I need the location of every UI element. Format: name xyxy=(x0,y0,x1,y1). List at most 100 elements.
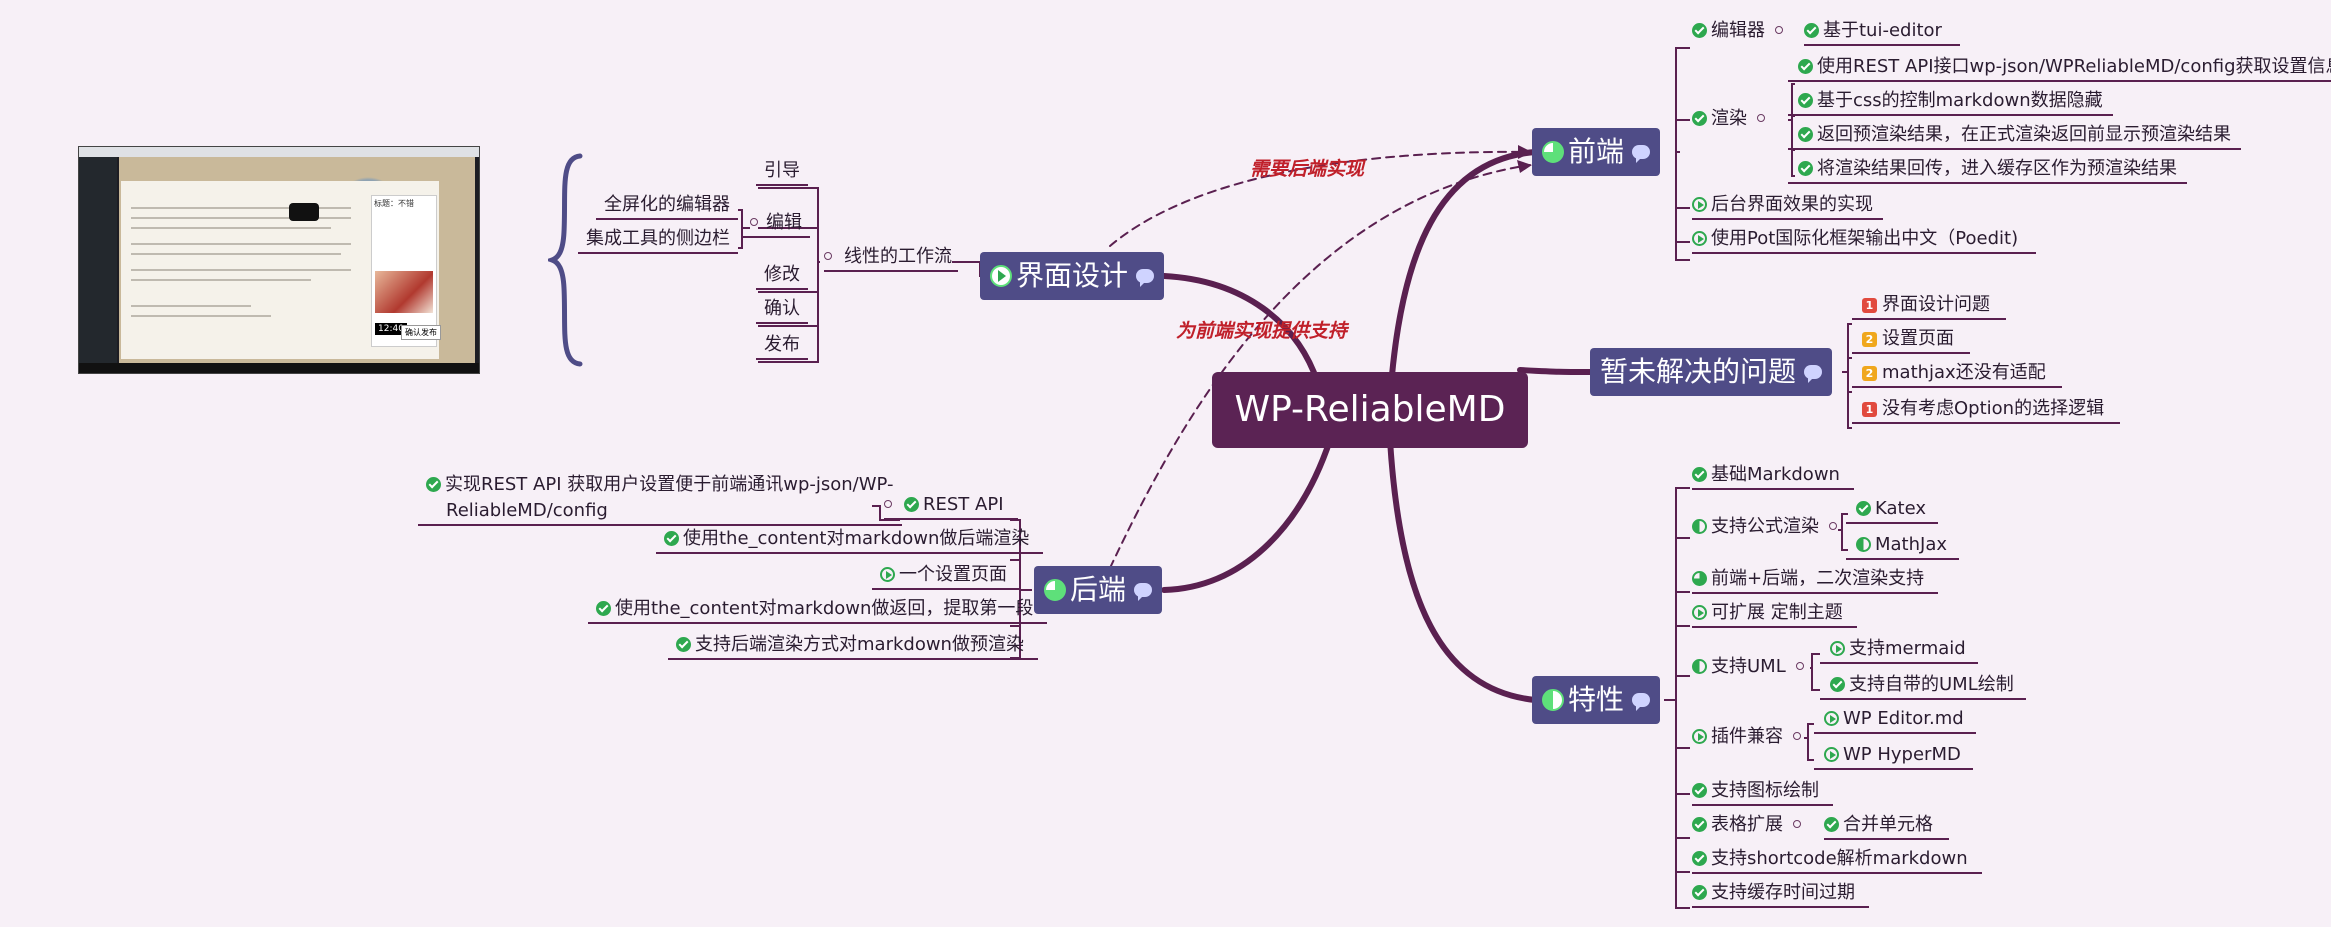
feature-uml-mermaid[interactable]: 支持mermaid xyxy=(1820,636,1978,664)
workflow-node[interactable]: 线性的工作流 xyxy=(824,244,958,272)
workflow-step-label: 修改 xyxy=(764,264,800,285)
frontend-render[interactable]: 渲染 xyxy=(1692,106,1777,132)
comment-icon xyxy=(1632,145,1651,163)
branch-issues[interactable]: 暂未解决的问题 xyxy=(1590,348,1833,396)
feature-child-label: MathJax xyxy=(1875,534,1948,555)
collapse-toggle-icon[interactable] xyxy=(1757,114,1765,122)
feature-plugin-editormd[interactable]: WP Editor.md xyxy=(1814,706,1976,734)
admin-sidebar xyxy=(79,157,117,365)
frontend-render-child-prerender[interactable]: 返回预渲染结果，在正式渲染返回前显示预渲染结果 xyxy=(1788,122,2241,150)
play-icon xyxy=(990,265,1012,287)
feature-label: 支持公式渲染 xyxy=(1711,516,1819,537)
feature-basic-markdown[interactable]: 基础Markdown xyxy=(1692,462,1854,490)
backend-item-prerender[interactable]: 支持后端渲染方式对markdown做预渲染 xyxy=(668,632,1038,660)
workflow-step-publish[interactable]: 发布 xyxy=(756,332,808,360)
branch-features[interactable]: 特性 xyxy=(1532,676,1661,724)
issue-item-settings[interactable]: 2 设置页面 xyxy=(1852,326,1970,354)
feature-formula-mathjax[interactable]: MathJax xyxy=(1846,532,1960,560)
feature-shortcode[interactable]: 支持shortcode解析markdown xyxy=(1692,846,1982,874)
done-icon xyxy=(1692,851,1707,866)
root-node[interactable]: WP-ReliableMD xyxy=(1212,372,1528,448)
priority-1-icon: 1 xyxy=(1862,298,1877,313)
collapse-toggle-icon[interactable] xyxy=(1793,820,1801,828)
frontend-editor-tui[interactable]: 基于tui-editor xyxy=(1804,18,1960,46)
feature-label: 可扩展 定制主题 xyxy=(1711,602,1843,623)
done-icon xyxy=(1692,817,1707,832)
frontend-render-child-cache[interactable]: 将渲染结果回传，进入缓存区作为预渲染结果 xyxy=(1788,156,2187,184)
workflow-step-edit[interactable]: 编辑 xyxy=(742,210,810,238)
branch-frontend[interactable]: 前端 xyxy=(1532,128,1661,176)
backend-item-rest-api[interactable]: REST API xyxy=(884,492,1018,520)
frontend-i18n[interactable]: 使用Pot国际化框架输出中文（Poedit) xyxy=(1692,226,2037,254)
backend-item-settings-page[interactable]: 一个设置页面 xyxy=(872,562,1021,590)
done-icon xyxy=(1856,501,1871,516)
edit-child-sidebar[interactable]: 集成工具的侧边栏 xyxy=(578,226,738,254)
feature-themes[interactable]: 可扩展 定制主题 xyxy=(1692,600,1857,628)
backend-rest-api-detail[interactable]: 实现REST API 获取用户设置便于前端通讯wp-json/WP-Reliab… xyxy=(418,472,902,526)
priority-2-icon: 2 xyxy=(1862,366,1877,381)
frontend-editor[interactable]: 编辑器 xyxy=(1692,18,1795,44)
workflow-step-label: 确认 xyxy=(764,298,800,319)
feature-table-merge-cells[interactable]: 合并单元格 xyxy=(1824,812,1949,840)
done-icon xyxy=(596,601,611,616)
feature-icons[interactable]: 支持图标绘制 xyxy=(1692,778,1833,806)
frontend-editor-tui-label: 基于tui-editor xyxy=(1823,20,1942,41)
play-icon xyxy=(1824,747,1839,762)
collapse-toggle-icon[interactable] xyxy=(1829,522,1837,530)
feature-plugin-hypermd[interactable]: WP HyperMD xyxy=(1814,742,1973,770)
workflow-step-modify[interactable]: 修改 xyxy=(756,262,808,290)
collapse-toggle-icon[interactable] xyxy=(1793,732,1801,740)
issue-item-label: 设置页面 xyxy=(1882,328,1954,349)
taskbar xyxy=(79,363,479,373)
edit-child-label: 集成工具的侧边栏 xyxy=(586,228,730,249)
collapse-toggle-icon[interactable] xyxy=(1775,26,1783,34)
comment-icon xyxy=(1804,365,1823,383)
collapse-toggle-icon[interactable] xyxy=(750,218,758,226)
done-icon xyxy=(1692,783,1707,798)
workflow-step-guide[interactable]: 引导 xyxy=(756,158,808,186)
frontend-render-child-rest[interactable]: 使用REST API接口wp-json/WPReliableMD/config获… xyxy=(1788,54,2331,82)
priority-2-icon: 2 xyxy=(1862,332,1877,347)
done-icon xyxy=(1692,111,1707,126)
curly-brace xyxy=(548,153,583,367)
collapse-toggle-icon[interactable] xyxy=(884,500,892,508)
branch-backend[interactable]: 后端 xyxy=(1034,566,1163,614)
done-icon xyxy=(1798,59,1813,74)
feature-uml[interactable]: 支持UML xyxy=(1692,654,1816,680)
link-label-supports-frontend: 为前端实现提供支持 xyxy=(1176,320,1348,342)
collapse-toggle-icon[interactable] xyxy=(1795,662,1804,670)
feature-uml-builtin[interactable]: 支持自带的UML绘制 xyxy=(1820,672,2026,700)
frontend-render-child-css[interactable]: 基于css的控制markdown数据隐藏 xyxy=(1788,88,2113,116)
feature-dual-render[interactable]: 前端+后端，二次渲染支持 xyxy=(1692,566,1939,594)
screenshot-title-field: 标题：不错 xyxy=(374,199,414,208)
branch-link-backend xyxy=(1161,437,1333,593)
workflow-step-label: 发布 xyxy=(764,334,800,355)
feature-table[interactable]: 表格扩展 xyxy=(1692,812,1813,838)
feature-child-label: WP HyperMD xyxy=(1843,744,1961,765)
branch-link-frontend xyxy=(1387,149,1538,403)
backend-item-content-render[interactable]: 使用the_content对markdown做后端渲染 xyxy=(656,526,1044,554)
feature-plugins[interactable]: 插件兼容 xyxy=(1692,724,1813,750)
branch-ui-design[interactable]: 界面设计 xyxy=(980,252,1165,300)
done-icon xyxy=(1804,23,1819,38)
edit-child-fullscreen-editor[interactable]: 全屏化的编辑器 xyxy=(596,192,738,220)
backend-item-label: REST API xyxy=(923,494,1004,515)
collapse-toggle-icon[interactable] xyxy=(824,252,832,260)
backend-item-first-paragraph[interactable]: 使用the_content对markdown做返回，提取第一段 xyxy=(588,596,1048,624)
workflow-step-confirm[interactable]: 确认 xyxy=(756,296,808,324)
feature-formula[interactable]: 支持公式渲染 xyxy=(1692,514,1849,540)
frontend-editor-label: 编辑器 xyxy=(1711,20,1765,41)
backend-item-label: 使用the_content对markdown做返回，提取第一段 xyxy=(615,598,1034,619)
feature-cache-expiry[interactable]: 支持缓存时间过期 xyxy=(1692,880,1869,908)
workflow-step-label: 引导 xyxy=(764,160,800,181)
feature-label: 插件兼容 xyxy=(1711,726,1783,747)
feature-formula-katex[interactable]: Katex xyxy=(1846,496,1938,524)
frontend-admin-ui[interactable]: 后台界面效果的实现 xyxy=(1692,192,1883,220)
branch-frontend-label: 前端 xyxy=(1568,135,1625,168)
frontend-render-child-label: 使用REST API接口wp-json/WPReliableMD/config获… xyxy=(1817,56,2331,77)
browser-toolbar xyxy=(79,147,479,157)
play-icon xyxy=(1692,197,1707,212)
